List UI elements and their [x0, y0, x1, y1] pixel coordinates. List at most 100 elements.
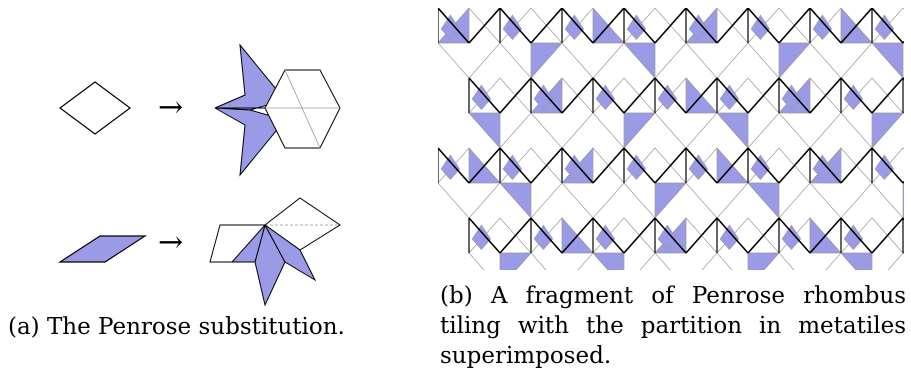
caption-b-line1: (b) A fragment of Penrose rhombus	[440, 283, 906, 309]
metatile-edge	[809, 8, 842, 44]
tile	[654, 182, 687, 219]
metatile-edge	[871, 217, 904, 254]
tile	[440, 14, 461, 40]
tile	[688, 14, 709, 40]
metatile-edge	[654, 217, 687, 254]
tile	[626, 14, 647, 40]
tile	[564, 14, 585, 40]
metatile-edge	[530, 147, 563, 184]
tile	[906, 85, 911, 110]
caption-b-line3: superimposed.	[440, 343, 612, 369]
metatile-edge	[499, 8, 532, 44]
tile	[874, 154, 895, 180]
metatile-edge	[809, 217, 842, 254]
tile	[533, 224, 554, 250]
tile	[688, 154, 709, 180]
tile	[471, 84, 492, 110]
tile	[719, 84, 740, 110]
metatile-edge	[468, 147, 501, 184]
metatile-edge	[840, 147, 873, 184]
metatile-edge	[468, 8, 501, 44]
tile	[902, 111, 904, 115]
arrow-bottom: →	[158, 225, 183, 260]
tile	[906, 225, 911, 250]
metatile-edge	[716, 217, 749, 254]
metatile-edge	[530, 217, 563, 254]
metatile-edge	[623, 217, 656, 254]
tile	[657, 84, 678, 110]
tile	[440, 154, 461, 180]
metatile-edge	[499, 147, 532, 184]
metatile-edge	[871, 8, 904, 44]
metatile-edge	[623, 147, 656, 184]
tile	[623, 112, 656, 149]
metatile-edge	[468, 77, 501, 114]
tile	[750, 154, 771, 180]
tile	[902, 251, 904, 254]
metatile-edge	[654, 8, 687, 44]
metatile-edge	[902, 180, 904, 184]
tile	[871, 42, 904, 79]
metatile-edge	[871, 77, 904, 114]
metatile-edge	[592, 147, 625, 184]
metatile-edge	[747, 8, 780, 44]
tile	[871, 147, 904, 219]
tile	[502, 14, 523, 40]
tile	[626, 154, 647, 180]
metatile-edge	[438, 147, 470, 184]
tile	[840, 252, 873, 270]
tile	[902, 182, 904, 219]
caption-b: (b) A fragment of Penrose rhombus tiling…	[440, 281, 906, 371]
tile	[592, 252, 625, 270]
metatile-edge	[499, 77, 532, 114]
metatile-edge	[747, 147, 780, 184]
tile	[781, 224, 802, 250]
tile	[778, 42, 811, 79]
metatile-edge	[592, 217, 625, 254]
metatile-edge	[902, 40, 904, 44]
tile	[471, 224, 492, 250]
metatile-edge	[561, 77, 594, 114]
tile	[595, 224, 616, 250]
metatile-edge	[840, 217, 873, 254]
metatile-edge	[902, 77, 904, 81]
metatile-edge	[840, 8, 873, 44]
metatile-edge	[778, 8, 811, 44]
metatile-edge	[685, 8, 718, 44]
tile	[623, 42, 656, 79]
tile	[468, 112, 501, 149]
metatile-edge	[716, 147, 749, 184]
tile	[595, 84, 616, 110]
tile	[719, 224, 740, 250]
metatile-edge	[902, 217, 904, 221]
tile	[812, 154, 833, 180]
tile	[781, 84, 802, 110]
metatile-edge	[499, 217, 532, 254]
metatile-edge	[809, 77, 842, 114]
tile	[747, 252, 780, 270]
metatile-edge	[747, 77, 780, 114]
tile	[716, 112, 749, 149]
metatile-edge	[716, 8, 749, 44]
tile	[843, 84, 864, 110]
metatile-edge	[530, 8, 563, 44]
metatile-edge	[592, 77, 625, 114]
thin-rhombus-source	[57, 235, 148, 263]
metatile-edge	[809, 147, 842, 184]
tile	[874, 14, 895, 40]
tile	[812, 14, 833, 40]
tile	[499, 182, 532, 219]
metatile-edge	[530, 77, 563, 114]
tile	[499, 252, 532, 270]
metatile-edge	[623, 77, 656, 114]
metatile-edge	[778, 77, 811, 114]
penrose-tiling-fragment	[438, 8, 911, 270]
metatile-edge	[685, 147, 718, 184]
tile	[747, 182, 780, 219]
tile	[902, 251, 904, 255]
caption-b-line2: tiling with the partition in metatiles	[440, 313, 906, 339]
tile	[564, 154, 585, 180]
tile	[871, 112, 904, 149]
metatile-edge	[685, 217, 718, 254]
arrow-top: →	[158, 90, 183, 125]
